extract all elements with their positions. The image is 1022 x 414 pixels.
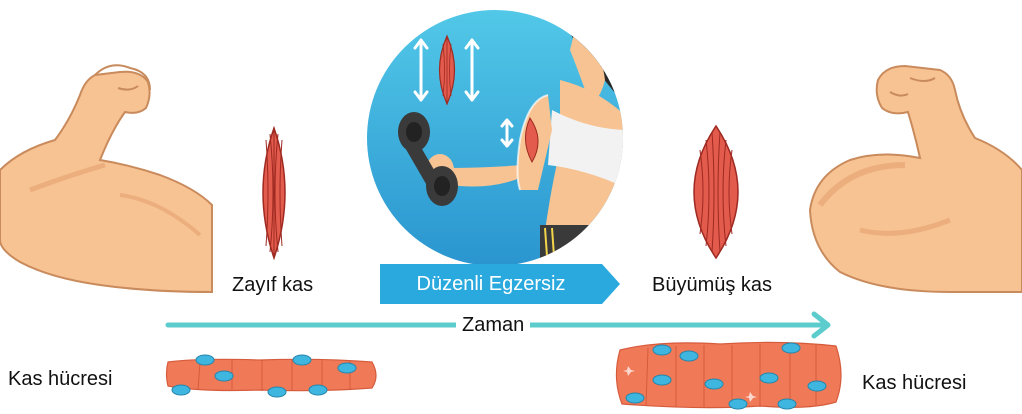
weak-arm-illustration bbox=[0, 65, 212, 292]
weak-muscle-label: Zayıf kas bbox=[232, 274, 313, 297]
grown-muscle-icon bbox=[694, 126, 738, 258]
weak-muscle-cell-icon bbox=[167, 355, 377, 397]
exercise-scene-circle bbox=[367, 10, 640, 270]
regular-exercise-label: Düzenli Egzersiz bbox=[380, 264, 602, 304]
weak-muscle-icon bbox=[263, 128, 285, 258]
grown-muscle-cell-icon bbox=[616, 342, 841, 409]
time-label: Zaman bbox=[456, 314, 530, 337]
grown-muscle-label: Büyümüş kas bbox=[652, 274, 772, 297]
muscle-cell-left-label: Kas hücresi bbox=[8, 368, 113, 391]
muscle-cell-right-label: Kas hücresi bbox=[862, 372, 967, 395]
strong-arm-illustration bbox=[810, 66, 1022, 292]
